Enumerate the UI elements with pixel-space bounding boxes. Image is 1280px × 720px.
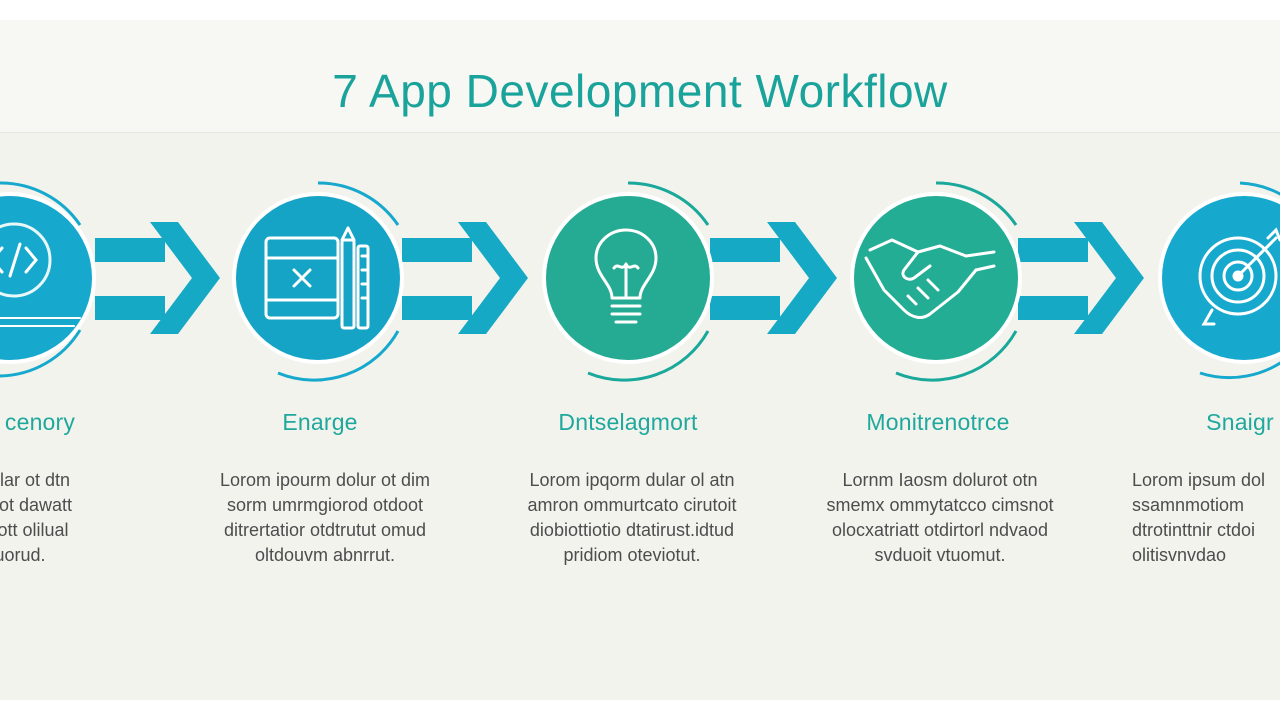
step-2-desc-line: ditrertatior otdtrutut omud (223, 520, 427, 540)
step-2-node (232, 181, 404, 382)
connector-arrow-4 (1018, 222, 1144, 334)
step-1-desc-line: atatruott olilual (0, 520, 69, 540)
step-2-title: Enarge (282, 409, 358, 435)
step-5-desc-line: dtrotinttnir ctdoi (1132, 520, 1256, 540)
step-1-description: om dular ot dtn eputarot dawatt atatruot… (0, 468, 130, 568)
step-4-desc-line: smemx ommytatcco cimsnot (826, 495, 1054, 515)
step-1-desc-line: eputarot dawatt (0, 495, 73, 515)
step-3-title: Dntselagmort (558, 409, 698, 435)
step-4-node (850, 181, 1022, 382)
connector-arrow-2 (402, 222, 528, 334)
step-4-desc-line: svduoit vtuomut. (874, 545, 1006, 565)
title-band: 7 App Development Workflow (0, 20, 1280, 133)
connector-arrow-3 (710, 222, 837, 334)
step-2-circle (236, 196, 400, 360)
step-4-desc-line: Lornm Iaosm dolurot otn (842, 470, 1038, 490)
step-1-title: cenory (4, 409, 76, 435)
step-1-desc-line: om dular ot dtn (0, 470, 71, 490)
step-1-node (0, 181, 96, 378)
step-3-desc-line: Lorom ipqorm dular ol atn (529, 470, 735, 490)
step-5-description: Lorom ipsum dol ssamnmotiom dtrotinttnir… (1132, 468, 1280, 568)
step-3-node (542, 181, 714, 382)
step-2-description: Lorom ipourm dolur ot dim sorm umrmgioro… (205, 468, 445, 568)
step-1-desc-line: ottuorud. (0, 545, 46, 565)
step-5-desc-line: Lorom ipsum dol (1132, 470, 1266, 490)
connector-arrow-1 (95, 222, 220, 334)
handshake-icon (864, 238, 996, 319)
page-title: 7 App Development Workflow (332, 65, 948, 117)
code-bracket-icon (0, 222, 81, 327)
target-icon (1198, 227, 1280, 326)
diagram-canvas: 7 App Development Workflow (0, 20, 1280, 700)
step-3-description: Lorom ipqorm dular ol atn amron ommurtca… (512, 468, 752, 568)
step-5-desc-line: olitisvnvdao (1132, 545, 1227, 565)
blueprint-tools-icon (264, 226, 370, 330)
step-2-desc-line: oltdouvm abnrrut. (254, 545, 396, 565)
step-3-desc-line: amron ommurtcato cirutoit (527, 495, 737, 515)
step-2-desc-line: sorm umrmgiorod otdoot (226, 495, 424, 515)
step-3-desc-line: diobiottiotio dtatirust.idtud (529, 520, 735, 540)
step-4-description: Lornm Iaosm dolurot otn smemx ommytatcco… (820, 468, 1060, 568)
step-4-title: Monitrenotrce (866, 409, 1010, 435)
step-5-title: Snaigr (1206, 409, 1274, 435)
step-3-desc-line: pridiom oteviotut. (563, 545, 701, 565)
step-4-desc-line: olocxatriatt otdirtorl ndvaod (831, 520, 1049, 540)
step-5-circle (1162, 196, 1280, 360)
step-5-desc-line: ssamnmotiom (1132, 495, 1245, 515)
step-5-node (1158, 181, 1280, 380)
step-3-circle (546, 196, 710, 360)
step-2-desc-line: Lorom ipourm dolur ot dim (219, 470, 431, 490)
lightbulb-icon (594, 228, 658, 324)
step-4-circle (854, 196, 1018, 360)
